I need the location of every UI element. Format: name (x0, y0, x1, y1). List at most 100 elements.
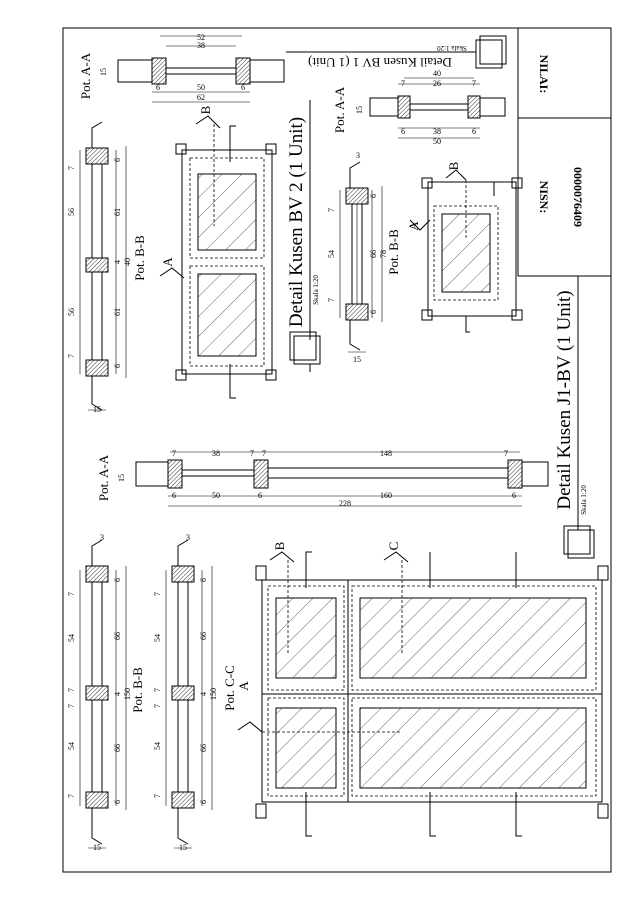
title-block: NILAI: NISN: 0000076409 (517, 28, 611, 277)
dim-label: 50 (433, 137, 441, 146)
dim-label: 66 (113, 744, 122, 752)
bv2-elevation: B A (159, 105, 277, 399)
sheet-border (62, 27, 612, 873)
j1bv-section-cc: Pot. C-C 3 7 54 7 7 54 7 6 66 4 66 6 150… (153, 533, 237, 852)
dim-label: 4 (113, 692, 122, 696)
marker-b: B (272, 541, 287, 550)
marker-a: A (160, 257, 175, 267)
dim-label: 150 (209, 688, 218, 700)
dim-label: 6 (258, 491, 262, 500)
section-label: Pot. A-A (332, 86, 347, 133)
dim-label: 6 (241, 83, 245, 92)
dim-label: 38 (197, 41, 205, 50)
dim-label: 56 (67, 208, 76, 216)
dim-label: 15 (93, 405, 101, 414)
section-label: Pot. A-A (78, 52, 93, 99)
dim-label: 7 (67, 166, 76, 170)
dim-label: 15 (179, 843, 187, 852)
dim-label: 54 (327, 250, 336, 258)
section-label: Pot. A-A (96, 454, 111, 501)
dim-label: 52 (197, 33, 205, 42)
dim-label: 6 (156, 83, 160, 92)
dim-label: 50 (212, 491, 220, 500)
marker-b: B (198, 105, 213, 114)
dim-label: 15 (117, 474, 126, 482)
dim-label: 7 (153, 704, 162, 708)
dim-label: 15 (99, 68, 108, 76)
section-label: Pot. B-B (130, 667, 145, 713)
dim-label: 7 (327, 208, 336, 212)
dim-label: 6 (199, 800, 208, 804)
dim-label: 66 (199, 632, 208, 640)
bv1-title-group: Skala 1:20 Detail Kusen BV 1 (1 Unit) (286, 35, 507, 70)
j1bv-section-bb: Pot. B-B 3 7 54 7 7 54 7 6 66 4 66 6 150… (67, 533, 145, 852)
dim-label: 7 (172, 449, 176, 458)
j1bv-title: Detail Kusen J1-BV (1 Unit) (554, 290, 575, 509)
dim-label: 7 (67, 688, 76, 692)
dim-label: 7 (327, 298, 336, 302)
marker-c: C (386, 542, 401, 551)
dim-label: 15 (353, 355, 361, 364)
dim-label: 7 (153, 794, 162, 798)
dim-label: 78 (379, 250, 388, 258)
dim-label: 54 (67, 742, 76, 750)
dim-label: 66 (113, 632, 122, 640)
j1bv-section-aa: Pot. A-A 7 38 7 7 148 7 6 50 6 160 6 228… (96, 449, 549, 508)
dim-label: 26 (433, 79, 441, 88)
dim-label: 7 (153, 688, 162, 692)
marker-a: A (406, 221, 421, 231)
bv2-section-bb: Pot. B-B 7 56 56 7 6 61 4 61 6 40 15 (67, 121, 147, 414)
dim-label: 3 (356, 151, 360, 160)
dim-label: 6 (172, 491, 176, 500)
dim-label: 38 (212, 449, 220, 458)
nilai-label: NILAI: (537, 55, 551, 94)
dim-label: 61 (113, 208, 122, 216)
dim-label: 54 (153, 742, 162, 750)
dim-label: 6 (369, 194, 378, 198)
bv2-section-aa: Pot. A-A 52 38 50 62 6 6 15 (78, 33, 285, 103)
section-label: Pot. B-B (386, 229, 401, 275)
dim-label: 66 (199, 744, 208, 752)
dim-label: 6 (512, 491, 516, 500)
dim-label: 7 (67, 592, 76, 596)
dim-label: 40 (123, 258, 132, 266)
bv2-scale: Skala 1:20 (312, 275, 320, 305)
nisn-label: NISN: (537, 181, 551, 214)
dim-label: 6 (113, 800, 122, 804)
dim-label: 7 (504, 449, 508, 458)
dim-label: 15 (93, 843, 101, 852)
bv1-section-bb: Pot. B-B 3 7 54 7 6 66 6 78 15 (327, 151, 401, 364)
dim-label: 160 (380, 491, 392, 500)
dim-label: 6 (113, 364, 122, 368)
dim-label: 6 (401, 127, 405, 136)
dim-label: 6 (199, 578, 208, 582)
dim-label: 6 (369, 310, 378, 314)
section-label: Pot. B-B (132, 235, 147, 281)
bv1-scale: Skala 1:20 (437, 44, 467, 52)
section-label: Pot. C-C (222, 665, 237, 711)
dim-label: 6 (113, 578, 122, 582)
nisn-value: 0000076409 (571, 167, 585, 227)
dim-label: 54 (153, 634, 162, 642)
dim-label: 228 (339, 499, 351, 508)
dim-label: 7 (153, 592, 162, 596)
dim-label: 61 (113, 308, 122, 316)
j1bv-title-group: Detail Kusen J1-BV (1 Unit) Skala 1:20 (554, 276, 595, 559)
bv2-title-group: Detail Kusen BV 2 (1 Unit) Skala 1:20 (286, 100, 321, 372)
dim-label: 150 (123, 688, 132, 700)
dim-label: 54 (67, 634, 76, 642)
dim-label: 7 (67, 704, 76, 708)
bv1-section-aa: Pot. A-A 40 26 38 50 6 6 7 7 15 (332, 69, 506, 146)
marker-a: A (236, 681, 251, 691)
dim-label: 7 (67, 354, 76, 358)
dim-label: 6 (113, 158, 122, 162)
dim-label: 66 (369, 250, 378, 258)
dim-label: 7 (401, 79, 405, 88)
dim-label: 3 (186, 533, 190, 542)
dim-label: 15 (355, 106, 364, 114)
dim-label: 38 (433, 127, 441, 136)
dim-label: 7 (262, 449, 266, 458)
dim-label: 7 (472, 79, 476, 88)
j1bv-scale: Skala 1:20 (580, 485, 588, 515)
